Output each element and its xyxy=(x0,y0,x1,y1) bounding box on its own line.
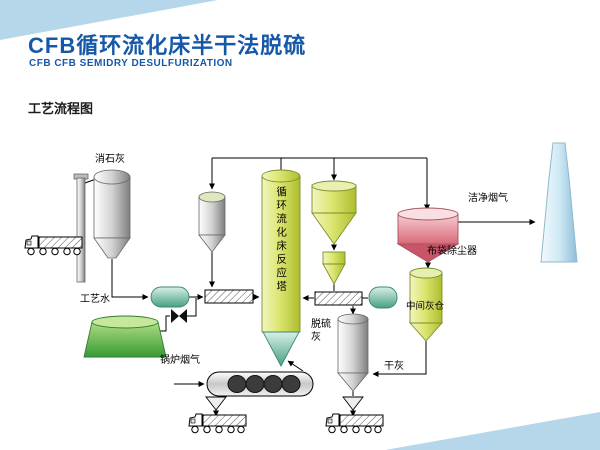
bucket-elevator xyxy=(73,173,89,283)
slurry-mixer xyxy=(150,286,190,308)
equipment xyxy=(73,142,578,411)
truck-ash-left xyxy=(188,413,247,434)
pipe-duct-tower xyxy=(287,360,304,372)
label-process-water: 工艺水 xyxy=(80,294,110,305)
screw-conveyor-2 xyxy=(314,291,363,306)
flow-lines xyxy=(84,157,536,417)
pipe-lime-out xyxy=(111,259,149,300)
water-valve xyxy=(171,309,187,323)
truck-lime-delivery xyxy=(24,235,83,256)
label-desulfurized-ash: 脱硫灰 xyxy=(311,319,331,343)
cyclone-separator xyxy=(311,180,357,245)
discharge-funnel-1 xyxy=(205,396,227,411)
discharge-funnel-2 xyxy=(342,396,364,411)
section-label: 工艺流程图 xyxy=(28,101,94,116)
label-bag-filter: 布袋除尘器 xyxy=(427,246,477,257)
day-silo xyxy=(198,191,226,253)
corner-triangle-top-left xyxy=(0,0,218,40)
pipe-water-to-valve xyxy=(158,315,170,332)
page-title: CFB循环流化床半干法脱硫 xyxy=(28,33,307,58)
recycle-hopper xyxy=(322,251,346,285)
truck-ash-right xyxy=(325,413,384,434)
page-subtitle: CFB CFB SEMIDRY DESULFURIZATION xyxy=(29,58,233,69)
desulfurized-ash-silo xyxy=(337,313,369,392)
bag-filter xyxy=(396,207,460,263)
pipe-valve-up xyxy=(187,298,197,317)
chimney xyxy=(540,142,578,263)
screw-conveyor-1 xyxy=(204,289,254,304)
reactor-tower xyxy=(261,169,301,367)
label-dry-ash: 干灰 xyxy=(384,361,404,372)
label-intermediate-ash-silo: 中间灰仓 xyxy=(406,301,445,312)
flue-gas-duct xyxy=(206,371,314,397)
label-clean-flue-gas: 洁净烟气 xyxy=(468,193,508,204)
process-water-tank xyxy=(83,315,167,358)
humidifier-capsule xyxy=(368,286,398,309)
slaked-lime-silo xyxy=(93,169,131,259)
label-reactor-tower: 循环流化床反应塔 xyxy=(275,186,288,294)
label-boiler-flue-gas: 锅炉烟气 xyxy=(160,355,200,366)
pipe-dry-ash xyxy=(372,341,427,377)
intermediate-ash-silo xyxy=(408,267,444,342)
label-slaked-lime: 消石灰 xyxy=(95,154,125,165)
corner-triangle-bottom-right xyxy=(385,412,600,450)
